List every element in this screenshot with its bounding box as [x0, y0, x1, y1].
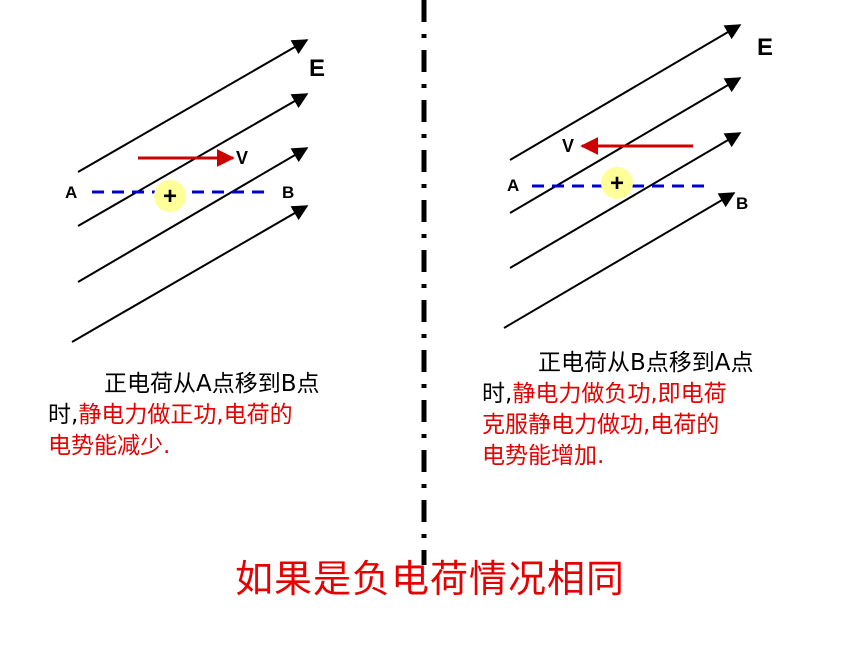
- field-line: [509, 24, 742, 161]
- left-charge-sign: +: [163, 183, 177, 210]
- field-line: [71, 205, 309, 343]
- right-text-prefix: 时,: [482, 381, 513, 407]
- left-field-lines: [71, 39, 309, 343]
- right-explanation: 正电荷从B点移到A点 时,静电力做负功,即电荷 克服静电力做功,电荷的 电势能增…: [482, 348, 754, 472]
- right-text-red1: 静电力做负功,即电荷: [512, 381, 727, 407]
- left-point-b: B: [282, 183, 294, 202]
- left-text-prefix: 时,: [48, 402, 79, 428]
- right-positive-charge: [601, 167, 633, 199]
- field-line: [503, 192, 736, 329]
- left-text-line2: 时,静电力做正功,电荷的: [48, 400, 320, 431]
- field-line: [77, 147, 309, 283]
- field-line: [77, 39, 309, 173]
- right-point-a: A: [507, 176, 519, 195]
- field-line: [77, 93, 309, 227]
- left-point-a: A: [65, 183, 77, 202]
- field-line: [509, 132, 742, 269]
- left-text-line1: 正电荷从A点移到B点: [104, 371, 320, 397]
- right-text-line2: 时,静电力做负功,即电荷: [482, 379, 754, 410]
- right-point-b: B: [736, 194, 748, 213]
- left-field-label: E: [309, 55, 325, 82]
- right-text-red3: 电势能增加.: [482, 443, 605, 469]
- right-text-red2: 克服静电力做功,电荷的: [482, 412, 720, 438]
- left-explanation: 正电荷从A点移到B点 时,静电力做正功,电荷的 电势能减少.: [48, 369, 320, 462]
- footer-caption: 如果是负电荷情况相同: [234, 557, 625, 601]
- left-positive-charge: [154, 180, 186, 212]
- left-text-red1: 静电力做正功,电荷的: [78, 402, 293, 428]
- right-velocity-label: V: [562, 136, 574, 156]
- right-charge-sign: +: [610, 170, 624, 197]
- right-text-line1: 正电荷从B点移到A点: [538, 350, 754, 376]
- right-field-label: E: [757, 34, 773, 61]
- left-text-red2: 电势能减少.: [48, 433, 171, 459]
- left-velocity-label: V: [236, 148, 248, 168]
